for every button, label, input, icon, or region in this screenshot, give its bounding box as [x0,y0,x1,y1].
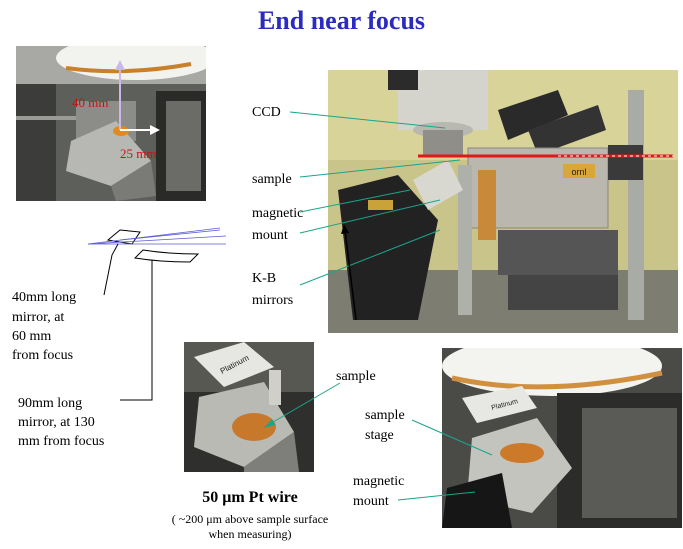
dim-vertical-label: 40 mm [72,95,109,110]
mirror2-label-2: mirror, at 130 [18,415,95,430]
br-label-magnetic-1: magnetic [353,474,405,489]
top-left-photo [16,46,206,201]
label-kb-mirrors-2: mirrors [252,293,294,308]
kb-mirror-diagram [106,229,200,263]
wire-caption: 50 μm Pt wire [202,489,298,506]
bottom-right-photo-art: Platinum [442,348,682,528]
br-label-sample-1: sample [365,408,405,423]
bottom-right-photo: Platinum [442,348,682,528]
ornl-logo: ornl [571,167,586,177]
wire-subcaption-2: when measuring) [208,527,292,541]
wire-subcaption-1: ( ~200 μm above sample surface [171,512,329,526]
br-label-magnetic-2: mount [353,494,389,509]
mirror2-leader [120,260,153,401]
mirror2-label-1: 90mm long [18,396,83,411]
dim-horizontal-label: 25 mm [120,146,157,161]
page-title: End near focus [257,6,426,35]
mirror1-label-1: 40mm long [12,290,77,305]
br-label-sample-2: stage [365,428,394,443]
label-sample: sample [252,172,292,187]
right-main-photo-art: ornl [328,70,678,333]
label-magnetic-mount-2: mount [252,228,288,243]
mirror1-label-3: 60 mm [12,329,52,344]
mirror1-label-4: from focus [12,348,74,363]
label-magnetic-mount-1: magnetic [252,206,304,221]
middle-photo-art: Platinum [184,342,314,472]
right-main-photo: ornl [328,70,678,333]
label-kb-mirrors-1: K-B [252,271,277,286]
mirror1-leader [103,243,119,296]
xray-rays [87,227,227,245]
label-ccd: CCD [252,105,281,120]
middle-photo: Platinum [184,342,314,472]
mirror1-label-2: mirror, at [12,310,65,325]
mirror2-label-3: mm from focus [18,434,105,449]
top-left-photo-art [16,46,206,201]
middle-label-sample: sample [336,369,376,384]
